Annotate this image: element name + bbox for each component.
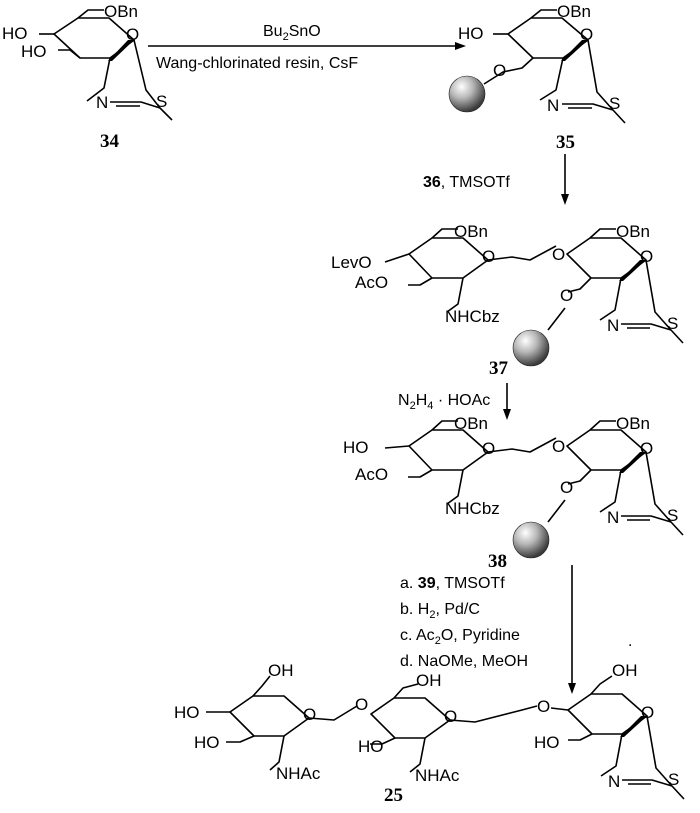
compound-37-obn-2: OBn [616, 222, 650, 241]
resin-bead-35 [448, 75, 486, 113]
resin-bead-38 [512, 521, 550, 559]
step-2-reagent: 36, TMSOTf [423, 174, 510, 191]
compound-25-oh-2: OH [416, 671, 442, 690]
compound-38-ring-o-2: O [640, 439, 653, 458]
compound-37-ring-o-2: O [640, 247, 653, 266]
compound-25-oh-3: OH [612, 661, 638, 680]
stray-dot: . [628, 633, 632, 650]
compound-25-oh-1: OH [268, 661, 294, 680]
compound-37-ring-o-1: O [482, 247, 495, 266]
compound-35-ho: HO [458, 24, 484, 43]
compound-35-number: 35 [556, 132, 575, 153]
step-4-line-b: b. H2, Pd/C [400, 601, 480, 621]
resin-bead-37 [512, 329, 550, 367]
compound-25-ho-4: HO [534, 733, 560, 752]
compound-25-nhac-2: NHAc [415, 766, 460, 785]
compound-34-ring-o: O [126, 25, 139, 44]
compound-25-link-o-1: O [355, 695, 368, 714]
step-1-reagent-line-2: Wang-chlorinated resin, CsF [156, 55, 358, 72]
compound-37-o3: O [560, 286, 573, 305]
step-1: Bu2SnO Wang-chlorinated resin, CsF [148, 23, 466, 72]
compound-38-ring-o-1: O [482, 439, 495, 458]
compound-37-n: N [607, 316, 619, 335]
step-4-line-a: a. 39, TMSOTf [400, 575, 505, 592]
compound-38-s: S [667, 506, 678, 525]
compound-38-n: N [607, 508, 619, 527]
compound-38-number: 38 [488, 551, 507, 572]
compound-25-nhac-1: NHAc [276, 764, 321, 783]
compound-25-s: S [668, 770, 679, 789]
compound-35-ring-o: O [580, 25, 593, 44]
compound-25-n: N [608, 772, 620, 791]
compound-35-o3: O [493, 61, 506, 80]
compound-25-ho-2: HO [194, 733, 220, 752]
compound-25: HO HO OH NHAc O O HO OH NHAc O O HO OH O… [174, 661, 685, 806]
step-4-line-d: d. NaOMe, MeOH [400, 653, 528, 670]
compound-37-obn-1: OBn [454, 222, 488, 241]
compound-38-link-o: O [552, 437, 565, 456]
compound-25-ring-o-3: O [641, 703, 654, 722]
compound-34: HO HO OBn O N S 34 [2, 2, 173, 152]
compound-37-number: 37 [489, 358, 509, 379]
step-2: 36, TMSOTf [423, 154, 569, 205]
compound-38-aco: AcO [355, 465, 388, 484]
compound-38-o3: O [560, 478, 573, 497]
step-3: N2H4 · HOAc [398, 383, 511, 420]
compound-25-ring-o-1: O [303, 705, 316, 724]
compound-35-s: S [609, 94, 620, 113]
compound-37-levo: LevO [331, 253, 372, 272]
compound-34-ho-1: HO [2, 24, 28, 43]
compound-37-nhcbz: NHCbz [445, 307, 500, 326]
compound-37-aco: AcO [355, 273, 388, 292]
compound-25-ring-o-2: O [444, 707, 457, 726]
compound-37: LevO AcO OBn OBn O O O O NHCbz N S 37 [331, 222, 684, 379]
compound-25-link-o-2: O [537, 697, 550, 716]
compound-25-ho-1: HO [174, 703, 200, 722]
compound-38-nhcbz: NHCbz [445, 499, 500, 518]
step-3-reagent: N2H4 · HOAc [398, 392, 490, 412]
compound-34-s: S [156, 92, 167, 111]
compound-35-n: N [547, 96, 559, 115]
compound-38-ho: HO [343, 438, 369, 457]
step-1-reagent-line-1: Bu2SnO [263, 23, 321, 43]
compound-34-n: N [96, 93, 108, 112]
compound-38: HO AcO OBn OBn O O O O NHCbz N S 38 [343, 414, 684, 572]
compound-38-obn-1: OBn [454, 414, 488, 433]
compound-37-s: S [667, 314, 678, 333]
compound-25-ho-3: HO [358, 737, 384, 756]
compound-34-ho-2: HO [21, 42, 47, 61]
compound-35: HO OBn O O N S 35 [448, 2, 626, 153]
compound-37-link-o: O [552, 245, 565, 264]
compound-38-obn-2: OBn [616, 414, 650, 433]
step-4: a. 39, TMSOTf b. H2, Pd/C c. Ac2O, Pyrid… [400, 565, 632, 694]
compound-34-number: 34 [100, 131, 120, 152]
compound-35-obn: OBn [557, 2, 591, 21]
compound-25-number: 25 [384, 785, 403, 806]
step-4-line-c: c. Ac2O, Pyridine [400, 627, 520, 647]
compound-34-obn: OBn [104, 2, 138, 21]
